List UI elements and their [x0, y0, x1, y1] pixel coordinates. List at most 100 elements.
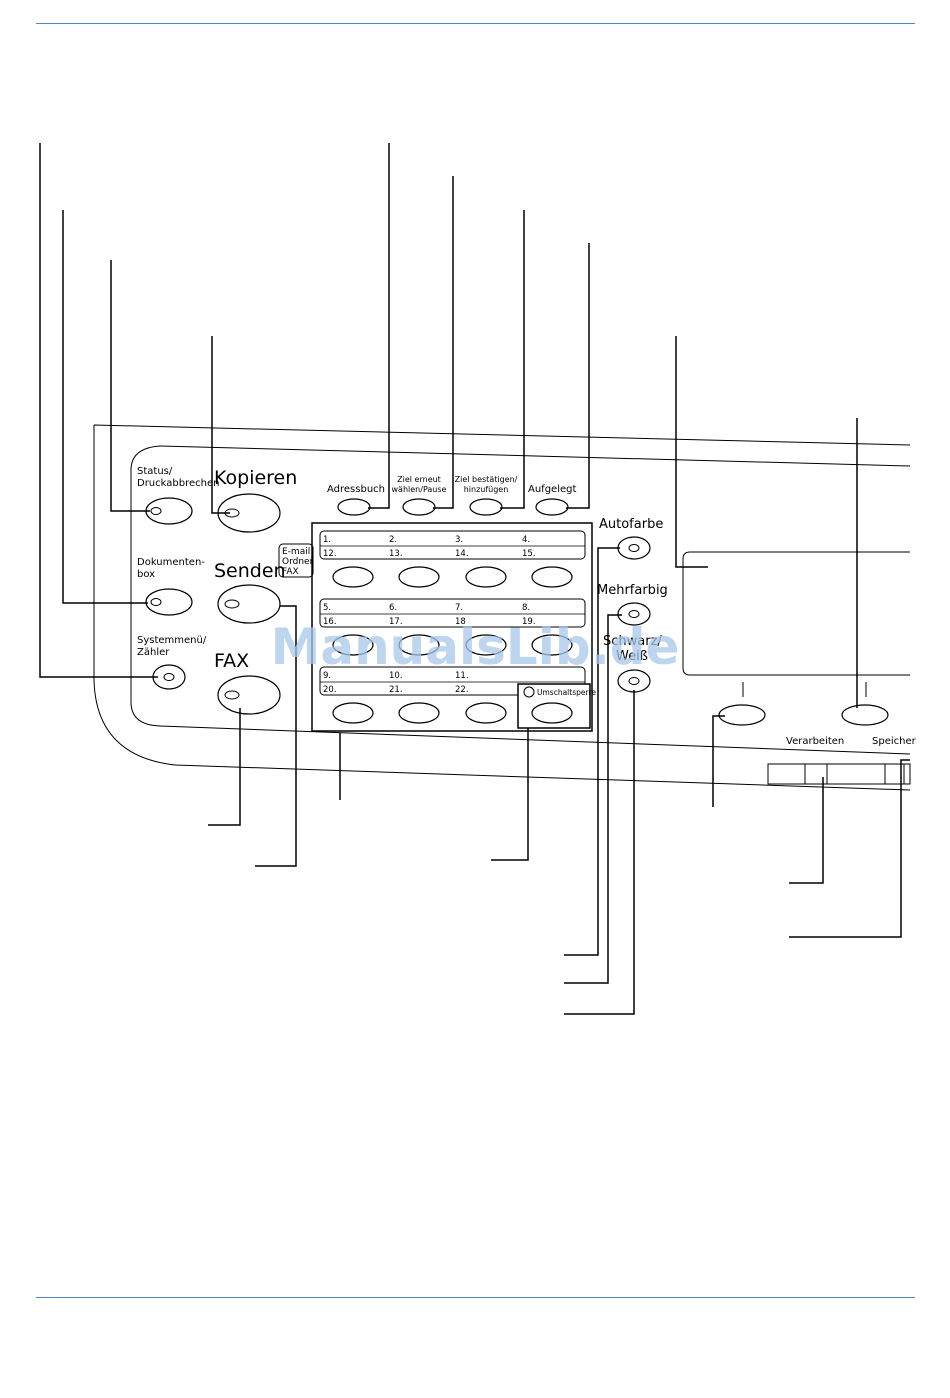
system-menu-label-2: Zähler: [137, 647, 170, 658]
shift-lock-box: [517, 683, 591, 729]
one-touch-panel: [311, 522, 593, 732]
fax-label: FAX: [214, 650, 249, 672]
confirm-dest-label-2: hinzufügen: [464, 485, 509, 494]
send-mode-box: [278, 543, 314, 578]
status-label-2: Druckabbrechen: [137, 478, 219, 489]
key-number: 11.: [455, 671, 469, 681]
top-rule: [36, 23, 915, 24]
one-touch-key[interactable]: [531, 634, 573, 656]
redial-button[interactable]: [402, 498, 436, 516]
panel-inner-top: [159, 445, 911, 467]
one-touch-key[interactable]: [332, 702, 374, 724]
fax-button[interactable]: [217, 675, 281, 715]
on-hook-button[interactable]: [535, 498, 569, 516]
callout-memory: [789, 759, 910, 938]
key-number: 8.: [522, 603, 530, 613]
fax-led: [224, 690, 240, 700]
key-number: 18: [455, 617, 466, 627]
key-number: 7.: [455, 603, 463, 613]
key-number: 19.: [522, 617, 536, 627]
callout-confirm-dest: [500, 210, 525, 509]
callout-shift-lock: [491, 728, 529, 861]
confirm-dest-button[interactable]: [469, 498, 503, 516]
send-label: Senden: [214, 560, 286, 582]
on-hook-label: Aufgelegt: [528, 484, 576, 495]
one-touch-numbers-1: 1. 2. 3. 4. 12. 13. 14. 15.: [323, 535, 536, 559]
key-number: 15.: [522, 549, 536, 559]
auto-color-button[interactable]: [617, 536, 651, 560]
key-number: 16.: [323, 617, 337, 627]
callout-system-menu: [39, 143, 158, 678]
callout-address-book: [368, 143, 390, 509]
callout-fax: [208, 708, 241, 826]
key-number: 17.: [389, 617, 403, 627]
redial-label: Ziel erneut: [397, 475, 441, 484]
send-mode-fax: FAX: [282, 567, 299, 577]
callout-copy: [211, 336, 230, 514]
one-touch-numbers-2: 5. 6. 7. 8. 16. 17. 18 19.: [323, 603, 536, 627]
black-white-label: Schwarz/: [603, 634, 662, 649]
key-number: 4.: [522, 535, 530, 545]
callout-full-color: [564, 614, 622, 984]
one-touch-key[interactable]: [531, 566, 573, 588]
status-button[interactable]: [145, 497, 193, 525]
shift-lock-button[interactable]: [531, 702, 573, 724]
callout-processing: [789, 777, 824, 884]
shift-lock-label: Umschaltsperre: [537, 688, 596, 697]
key-number: 6.: [389, 603, 397, 613]
one-touch-key[interactable]: [332, 634, 374, 656]
one-touch-key[interactable]: [465, 566, 507, 588]
callout-status: [110, 260, 150, 512]
soft-key-left[interactable]: [718, 704, 766, 726]
send-mode-folder: Ordner: [282, 557, 314, 567]
send-led: [224, 599, 240, 609]
panel-outer-outline: [93, 424, 911, 791]
key-number: 10.: [389, 671, 403, 681]
one-touch-key[interactable]: [398, 566, 440, 588]
one-touch-key[interactable]: [398, 634, 440, 656]
processing-label: Verarbeiten: [786, 736, 844, 747]
redial-label-2: wählen/Pause: [392, 485, 447, 494]
key-number: 9.: [323, 671, 331, 681]
document-box-label-2: box: [137, 569, 155, 580]
touch-panel-display[interactable]: [682, 551, 910, 676]
document-box-led: [150, 598, 162, 606]
callout-soft-key-left: [712, 715, 725, 807]
indicator-strip: [767, 763, 911, 785]
key-number: 22.: [455, 685, 469, 695]
black-white-label-2: Weiß: [616, 649, 648, 664]
full-color-led: [628, 610, 640, 618]
callout-redial: [433, 176, 454, 509]
status-label: Status/: [137, 466, 173, 477]
key-number: 20.: [323, 685, 337, 695]
full-color-button[interactable]: [617, 602, 651, 626]
panel-inner-outline: [130, 445, 911, 755]
shift-lock-led: [523, 686, 535, 698]
one-touch-key[interactable]: [332, 566, 374, 588]
send-mode-email: E-mail: [282, 547, 310, 557]
send-button[interactable]: [217, 584, 281, 624]
soft-key-right[interactable]: [841, 704, 889, 726]
document-box-label: Dokumenten-: [137, 557, 205, 568]
auto-color-led: [628, 544, 640, 552]
callout-auto-color: [564, 547, 620, 956]
full-color-label: Mehrfarbig: [597, 583, 668, 598]
callout-lines: [39, 143, 910, 1015]
status-led: [150, 507, 162, 515]
address-book-button[interactable]: [337, 498, 371, 516]
callout-display: [675, 336, 708, 568]
one-touch-key[interactable]: [465, 702, 507, 724]
confirm-dest-label: Ziel bestätigen/: [455, 475, 518, 484]
key-number: 14.: [455, 549, 469, 559]
black-white-led: [628, 677, 640, 685]
address-book-label: Adressbuch: [327, 484, 385, 495]
document-box-button[interactable]: [145, 588, 193, 616]
one-touch-key[interactable]: [398, 702, 440, 724]
one-touch-key[interactable]: [465, 634, 507, 656]
key-number: 13.: [389, 549, 403, 559]
watermark: ManualsLib.de: [271, 618, 680, 676]
auto-color-label: Autofarbe: [599, 517, 663, 532]
memory-label: Speicher: [872, 736, 917, 747]
key-number: 1.: [323, 535, 331, 545]
